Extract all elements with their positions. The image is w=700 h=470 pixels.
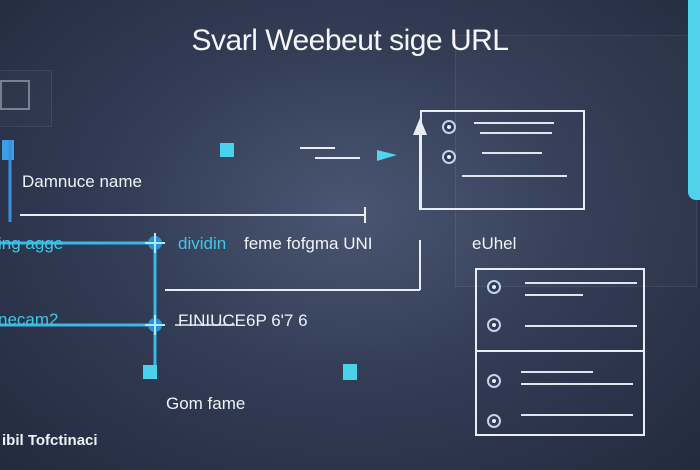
label-url: eUhel [472,234,517,253]
list-item-line [474,122,554,124]
connector-node [343,364,357,380]
junction-node [145,315,165,335]
page-title: Svarl Weebeut sige URL [191,24,509,57]
list-item-line [525,325,637,327]
list-item-icon [442,150,456,164]
list-item-line [482,152,542,154]
list-item-icon [487,414,501,428]
label-cyan-top: ing agge [0,234,64,253]
list-item-line [525,282,637,284]
label-domain-name: Damnuce name [22,172,143,191]
list-item-line [521,414,633,416]
label-frame-format: feme fofgma UNI [244,234,373,253]
list-item-line [462,175,567,177]
list-item-icon [487,280,501,294]
bottom-panel [475,268,645,436]
arrow-icon [377,150,397,161]
connector-node [220,143,234,157]
junction-node [145,233,165,253]
panel-divider [477,350,643,352]
list-item-icon [487,374,501,388]
list-item-line [525,294,583,296]
list-item-line [521,371,593,373]
connector-node [143,365,157,379]
list-item-icon [442,120,456,134]
top-panel [420,110,585,210]
label-bottom-left: ibil Tofctinaci [2,432,98,449]
label-function-code: FINIUCE6P 6'7 6 [178,311,308,330]
edge-accent-bar [688,0,700,200]
window-icon [0,80,30,110]
label-domain-middle: dividin [178,234,227,253]
connector-node [2,140,14,160]
list-item-line [521,383,633,385]
list-item-line [480,132,552,134]
label-game-frame: Gom fame [166,394,246,413]
background-window [0,70,52,127]
label-cyan-mid: necam2 [0,310,59,329]
list-item-icon [487,318,501,332]
